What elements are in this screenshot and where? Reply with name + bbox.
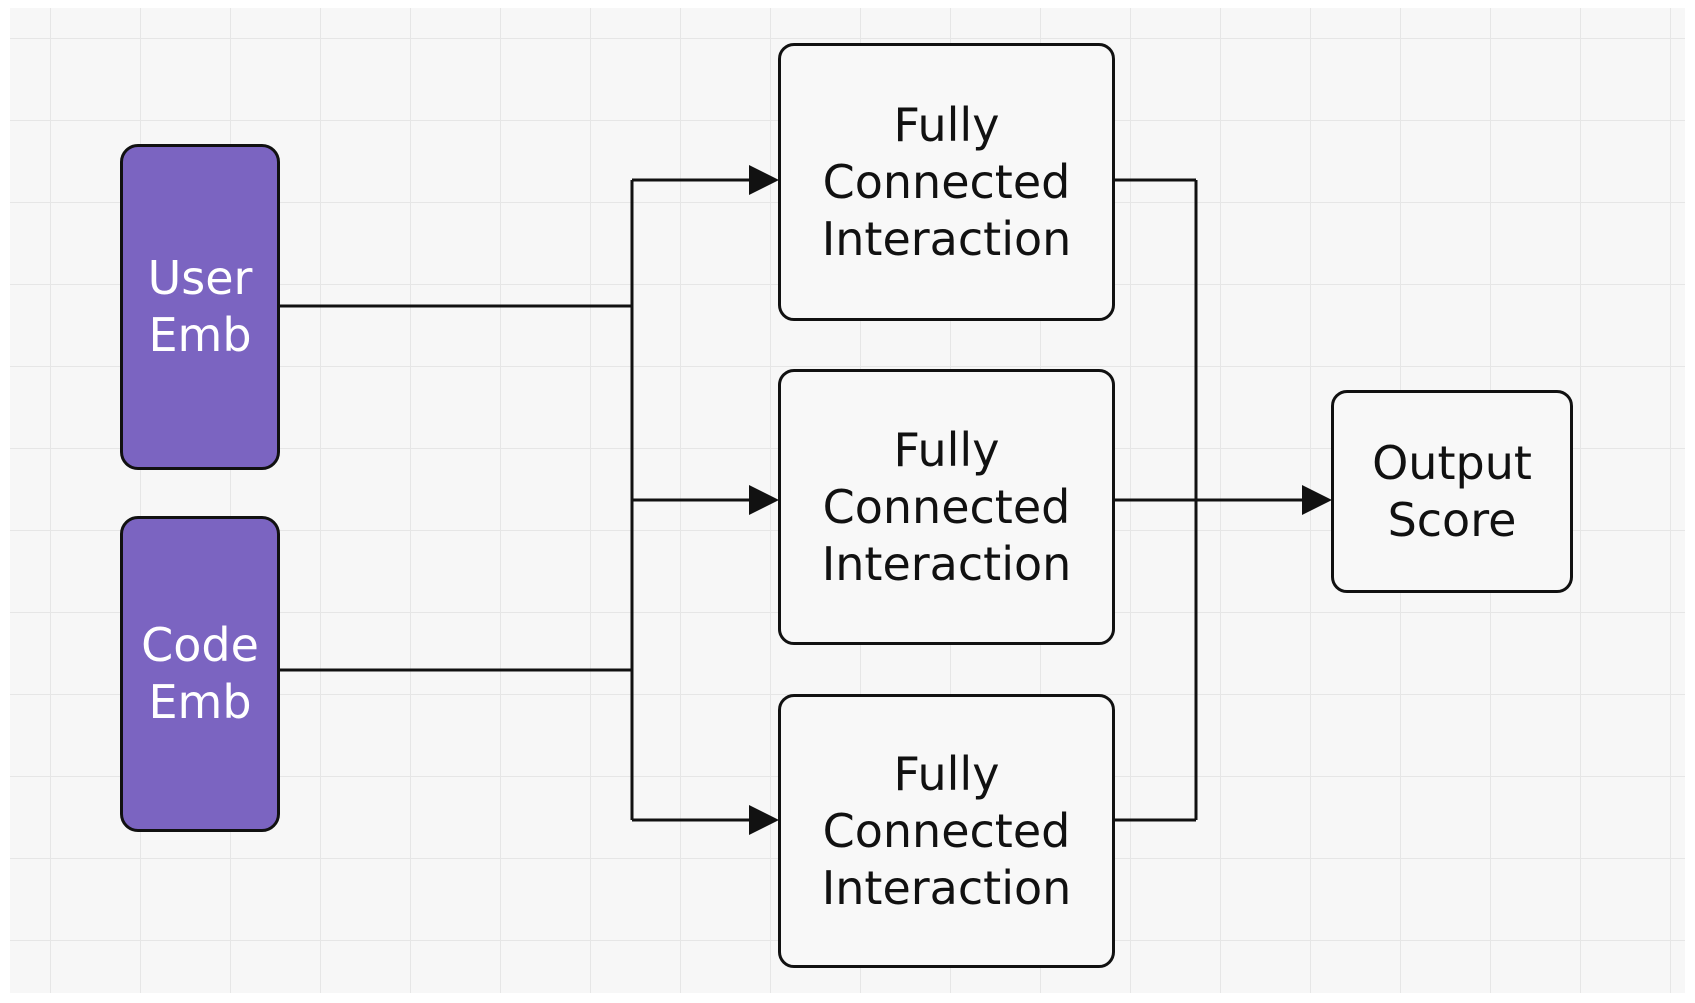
code-emb-node: Code Emb xyxy=(120,516,280,832)
fc-interaction-node-top: Fully Connected Interaction xyxy=(778,43,1115,321)
fc-interaction-node-middle: Fully Connected Interaction xyxy=(778,369,1115,645)
user-emb-node: User Emb xyxy=(120,144,280,470)
output-score-node: Output Score xyxy=(1331,390,1573,593)
fc-interaction-node-bottom: Fully Connected Interaction xyxy=(778,694,1115,968)
